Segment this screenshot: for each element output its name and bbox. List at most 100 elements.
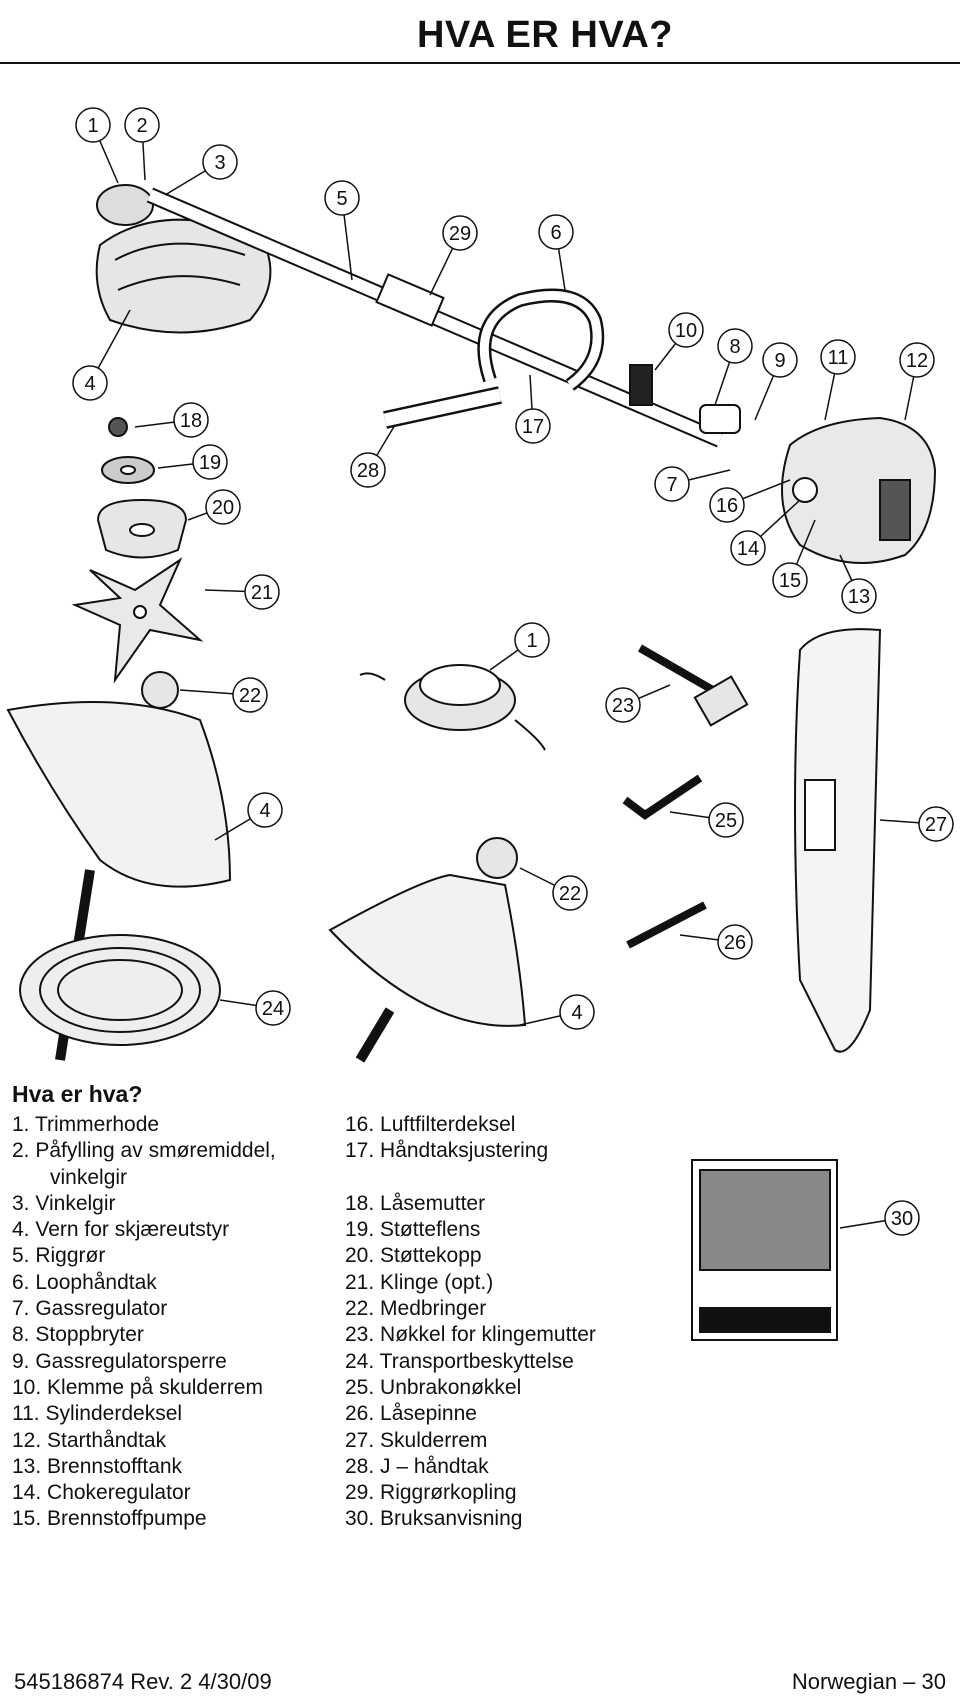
- callout-bubble: [717, 924, 753, 960]
- callout-bubble: [841, 578, 877, 614]
- page-title: HVA ER HVA?: [416, 14, 674, 56]
- callout-number: 4: [259, 800, 270, 822]
- shoulder-strap: [794, 628, 882, 1053]
- hex-key: [622, 774, 703, 820]
- guard-center: [328, 837, 527, 1063]
- callout-number: 19: [199, 452, 221, 474]
- callout-number: 22: [239, 685, 261, 707]
- callout-bubble: [654, 466, 690, 502]
- callout-number: 11: [828, 347, 849, 369]
- list-item: 20. Støttekopp: [345, 1244, 482, 1268]
- list-item: 27. Skulderrem: [345, 1428, 488, 1452]
- callout-number: 10: [675, 320, 697, 342]
- list-item: 21. Klinge (opt.): [345, 1270, 494, 1294]
- callout-number: 24: [262, 998, 284, 1020]
- callout-bubble: [918, 806, 954, 842]
- list-item: 3. Vinkelgir: [12, 1191, 116, 1215]
- callout-number: 5: [336, 188, 347, 210]
- callout-bubble: [75, 107, 111, 143]
- callout-number: 9: [774, 350, 785, 372]
- callout-bubble: [708, 802, 744, 838]
- callout-number: 18: [180, 410, 202, 432]
- callout-bubble: [232, 677, 268, 713]
- callout-number: 8: [729, 336, 740, 358]
- j-handle: [383, 386, 502, 429]
- list-item: 19. Støtteflens: [345, 1218, 481, 1242]
- list-item: 11. Sylinderdeksel: [12, 1402, 183, 1426]
- page-title-wrap: HVA ER HVA?: [0, 14, 960, 57]
- callout-bubble: [884, 1200, 920, 1236]
- callout-bubble: [350, 452, 386, 488]
- parts-list-left: 1. Trimmerhode 2. Påfylling av smøremidd…: [12, 1112, 276, 1533]
- callout-bubble: [762, 342, 798, 378]
- callout-number: 13: [848, 586, 870, 608]
- callout-bubble: [538, 214, 574, 250]
- callout-bubble: [668, 312, 704, 348]
- footer-doc-id: 545186874 Rev. 2 4/30/09: [14, 1669, 272, 1694]
- list-item: 18. Låsemutter: [345, 1191, 486, 1215]
- list-item: 13. Brennstofftank: [12, 1454, 183, 1478]
- callout-bubble: [247, 792, 283, 828]
- list-item: 5. Riggrør: [12, 1244, 106, 1268]
- callout-bubble: [772, 562, 808, 598]
- list-item: 30. Bruksanvisning: [345, 1507, 523, 1531]
- callout-number: 15: [779, 570, 801, 592]
- engine: [629, 364, 937, 564]
- callout-number: 12: [906, 350, 928, 372]
- callout-bubble: [324, 180, 360, 216]
- callout-bubble: [244, 574, 280, 610]
- callout-bubble: [559, 994, 595, 1030]
- callout-number: 27: [925, 814, 947, 836]
- list-item: 7. Gassregulator: [12, 1297, 168, 1321]
- callout-bubble: [820, 339, 856, 375]
- trimmer-head: [359, 664, 546, 751]
- parts-list-right: 16. Luftfilterdeksel 17. Håndtaksjusteri…: [345, 1112, 596, 1533]
- support-flange: [101, 456, 155, 484]
- callout-number: 30: [891, 1208, 913, 1230]
- blade: [71, 557, 204, 684]
- callout-bubble: [205, 489, 241, 525]
- callout-number: 1: [87, 115, 98, 137]
- callout-bubble: [730, 530, 766, 566]
- callout-number: 4: [84, 373, 95, 395]
- list-item: 4. Vern for skjæreutstyr: [12, 1218, 230, 1242]
- callout-number: 2: [136, 115, 147, 137]
- list-item: 17. Håndtaksjustering: [345, 1139, 549, 1163]
- list-item: 28. J – håndtak: [345, 1454, 489, 1478]
- callout-bubble: [192, 444, 228, 480]
- callout-bubble: [514, 622, 550, 658]
- list-item: 1. Trimmerhode: [12, 1113, 160, 1136]
- list-item: 6. Loophåndtak: [12, 1270, 157, 1294]
- title-rule: [0, 62, 960, 64]
- list-item: 22. Medbringer: [345, 1297, 487, 1321]
- callout-bubble: [173, 402, 209, 438]
- list-item: 23. Nøkkel for klingemutter: [345, 1323, 596, 1347]
- callout-number: 23: [612, 695, 634, 717]
- list-item: 15. Brennstoffpumpe: [12, 1507, 207, 1531]
- list-item: vinkelgir: [50, 1165, 128, 1189]
- callout-number: 1: [526, 630, 537, 652]
- list-item: 14. Chokeregulator: [12, 1481, 191, 1505]
- callout-bubble: [124, 107, 160, 143]
- trimmer-head-top: [95, 184, 272, 334]
- list-item: 24. Transportbeskyttelse: [345, 1349, 574, 1373]
- callout-bubble: [717, 328, 753, 364]
- callout-number: 26: [724, 932, 746, 954]
- callout-number: 7: [666, 474, 677, 496]
- list-item: 26. Låsepinne: [345, 1402, 477, 1426]
- callout-number: 3: [214, 152, 225, 174]
- callout-number: 6: [550, 222, 561, 244]
- callout-bubble: [899, 342, 935, 378]
- shaft: [146, 187, 724, 448]
- support-cup: [96, 498, 188, 559]
- callout-bubble: [72, 365, 108, 401]
- callout-number: 28: [357, 460, 379, 482]
- callout-bubble: [255, 990, 291, 1026]
- transport-guard: [19, 934, 221, 1046]
- list-item: 10. Klemme på skulderrem: [12, 1375, 263, 1399]
- list-item: 12. Starthåndtak: [12, 1428, 167, 1452]
- callout-bubble: [605, 687, 641, 723]
- list-item: 29. Riggrørkopling: [345, 1481, 517, 1505]
